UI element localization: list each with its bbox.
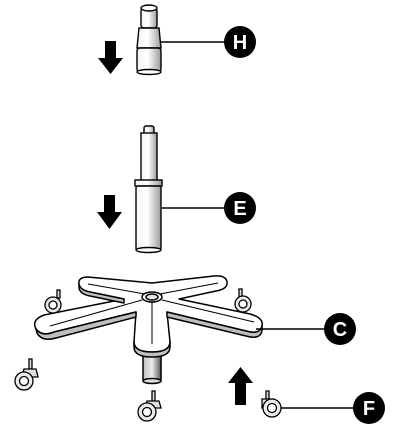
callout-e-label: E	[233, 198, 246, 220]
callout-c-label: C	[333, 319, 347, 341]
callout-e-badge: E	[224, 192, 256, 224]
callout-f-label: F	[363, 398, 375, 420]
caster-wheel	[14, 358, 39, 391]
callout-h-label: H	[233, 32, 247, 54]
arrow-down-icon	[97, 195, 122, 229]
callout-c-badge: C	[324, 313, 356, 345]
caster-wheel	[234, 288, 252, 313]
callout-h-badge: H	[224, 26, 256, 58]
caster-wheel	[137, 390, 162, 422]
caster-wheel	[44, 289, 62, 314]
part-h-sleeve	[136, 4, 162, 76]
arrow-up-icon	[228, 367, 253, 405]
part-c-star-base	[33, 275, 263, 385]
arrow-down-icon	[98, 41, 123, 74]
part-f-caster	[261, 390, 282, 418]
callout-f-badge: F	[353, 392, 385, 424]
part-e-gas-cylinder	[134, 125, 163, 254]
